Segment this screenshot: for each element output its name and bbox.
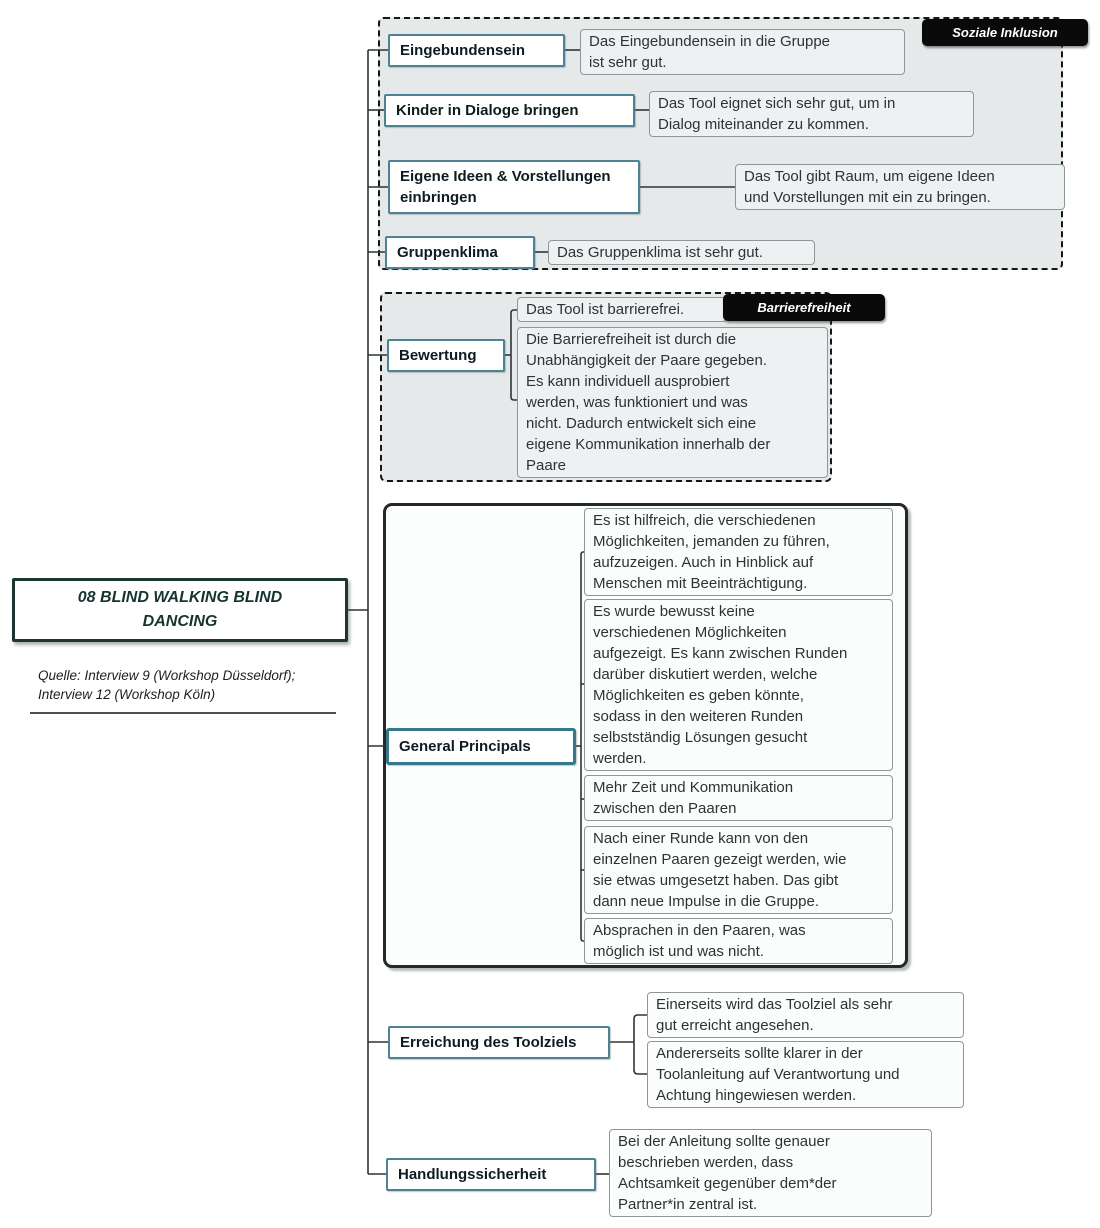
desc-general-principals-5: Absprachen in den Paaren, was möglich is… bbox=[584, 918, 893, 964]
desc-toolziel-1: Einerseits wird das Toolziel als sehr gu… bbox=[647, 992, 964, 1038]
node-eingebundensein: Eingebundensein bbox=[388, 34, 565, 67]
desc-gruppenklima: Das Gruppenklima ist sehr gut. bbox=[548, 240, 815, 265]
node-gruppenklima: Gruppenklima bbox=[385, 236, 535, 269]
desc-bewertung-2: Die Barrierefreiheit ist durch die Unabh… bbox=[517, 327, 828, 478]
node-erreichung-toolziel: Erreichung des Toolziels bbox=[388, 1026, 610, 1059]
desc-general-principals-4: Nach einer Runde kann von den einzelnen … bbox=[584, 826, 893, 914]
badge-soziale-inklusion: Soziale Inklusion bbox=[922, 19, 1088, 46]
desc-eingebundensein: Das Eingebundensein in die Gruppe ist se… bbox=[580, 29, 905, 75]
node-handlungssicherheit: Handlungssicherheit bbox=[386, 1158, 596, 1191]
desc-handlungssicherheit: Bei der Anleitung sollte genauer beschri… bbox=[609, 1129, 932, 1217]
desc-eigene-ideen: Das Tool gibt Raum, um eigene Ideen und … bbox=[735, 164, 1065, 210]
node-kinder-in-dialoge: Kinder in Dialoge bringen bbox=[384, 94, 635, 127]
node-eigene-ideen: Eigene Ideen & Vorstellungen einbringen bbox=[388, 160, 640, 214]
root-title: 08 BLIND WALKING BLIND DANCING bbox=[77, 589, 283, 630]
node-general-principals: General Principals bbox=[386, 728, 576, 765]
badge-barrierefreiheit: Barrierefreiheit bbox=[723, 294, 885, 321]
source-citation: Quelle: Interview 9 (Workshop Düsseldorf… bbox=[30, 666, 336, 714]
desc-general-principals-1: Es ist hilfreich, die verschiedenen Mögl… bbox=[584, 508, 893, 596]
root-node: 08 BLIND WALKING BLIND DANCING bbox=[12, 578, 348, 642]
desc-toolziel-2: Andererseits sollte klarer in der Toolan… bbox=[647, 1041, 964, 1108]
desc-general-principals-3: Mehr Zeit und Kommunikation zwischen den… bbox=[584, 775, 893, 821]
desc-bewertung-1: Das Tool ist barrierefrei. bbox=[517, 297, 727, 322]
node-bewertung: Bewertung bbox=[387, 339, 505, 372]
source-text: Quelle: Interview 9 (Workshop Düsseldorf… bbox=[38, 668, 296, 702]
desc-general-principals-2: Es wurde bewusst keine verschiedenen Mög… bbox=[584, 599, 893, 771]
desc-kinder-in-dialoge: Das Tool eignet sich sehr gut, um in Dia… bbox=[649, 91, 974, 137]
